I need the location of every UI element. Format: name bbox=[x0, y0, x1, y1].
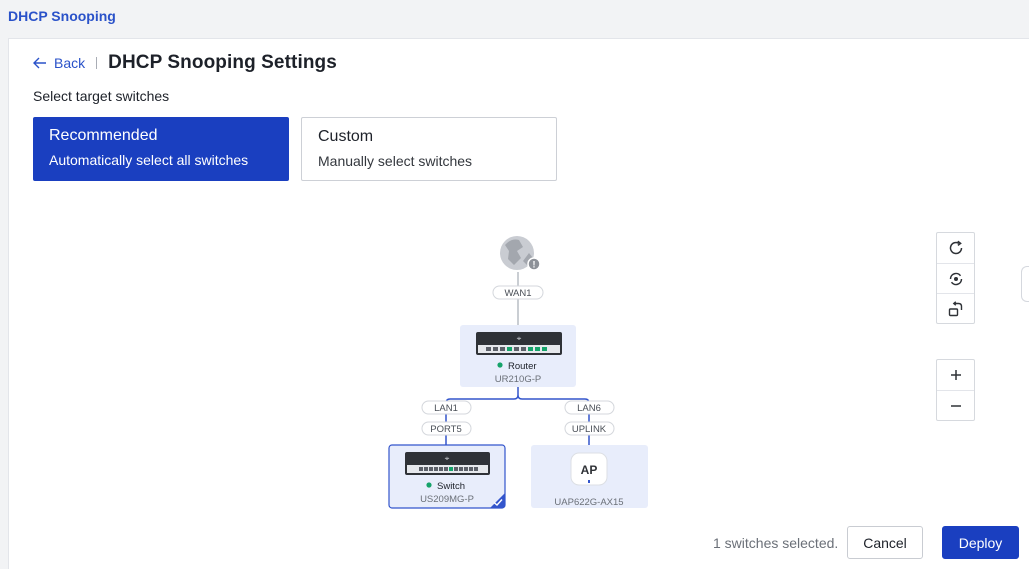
topology-canvas[interactable]: ! WAN1 ⌖ Router UR210G-P bbox=[9, 39, 1029, 569]
minus-icon bbox=[950, 404, 961, 407]
deploy-button[interactable]: Deploy bbox=[942, 526, 1019, 559]
app-title: DHCP Snooping bbox=[8, 8, 116, 24]
ap-model: UAP622G-AX15 bbox=[554, 497, 623, 508]
recenter-button[interactable] bbox=[937, 263, 974, 293]
switch-node[interactable]: ⌖ Switch US209MG-P bbox=[388, 444, 506, 509]
rotate-layout-icon bbox=[948, 300, 962, 316]
option-custom[interactable]: Custom Manually select switches bbox=[301, 117, 557, 181]
port5-label: PORT5 bbox=[430, 424, 462, 435]
ap-badge: AP bbox=[581, 463, 598, 477]
switch-status-dot bbox=[426, 482, 432, 488]
recenter-icon bbox=[949, 272, 962, 285]
uplink-port-pill bbox=[564, 421, 615, 436]
uplink-port-label: UPLINK bbox=[572, 424, 607, 435]
header-divider bbox=[96, 57, 98, 69]
option-recommended-title: Recommended bbox=[49, 127, 158, 144]
option-custom-desc: Manually select switches bbox=[318, 153, 473, 169]
wan-port-pill bbox=[492, 285, 544, 300]
router-node[interactable]: ⌖ Router UR210G-P bbox=[460, 325, 576, 387]
selected-check-corner bbox=[490, 493, 505, 508]
globe-landmass bbox=[505, 239, 533, 266]
cancel-button[interactable]: Cancel bbox=[847, 526, 923, 559]
router-role: Router bbox=[508, 361, 537, 372]
page-header: Back DHCP Snooping Settings bbox=[33, 52, 337, 73]
lan1-port-pill bbox=[421, 400, 472, 415]
arrow-left-icon bbox=[33, 57, 46, 69]
option-recommended-desc: Automatically select all switches bbox=[49, 152, 249, 168]
switch-emblem-icon: ⌖ bbox=[445, 454, 450, 463]
ap-led bbox=[588, 480, 590, 483]
zoom-out-button[interactable] bbox=[937, 390, 974, 420]
switch-model: US209MG-P bbox=[420, 494, 474, 505]
side-panel-handle[interactable] bbox=[1021, 266, 1029, 302]
wan-port-label: WAN1 bbox=[504, 288, 531, 299]
check-icon bbox=[493, 499, 503, 506]
internet-node[interactable]: ! bbox=[500, 236, 541, 271]
back-button[interactable]: Back bbox=[33, 55, 85, 71]
router-model: UR210G-P bbox=[495, 374, 541, 385]
lan6-port-pill bbox=[564, 400, 615, 415]
warning-badge-icon bbox=[527, 257, 541, 271]
option-custom-title: Custom bbox=[318, 128, 374, 145]
router-emblem-icon: ⌖ bbox=[517, 334, 522, 343]
zoom-in-button[interactable] bbox=[937, 360, 974, 390]
selection-status: 1 switches selected. bbox=[713, 535, 839, 551]
section-label: Select target switches bbox=[33, 88, 170, 104]
ap-device-icon bbox=[570, 452, 608, 486]
rotate-layout-button[interactable] bbox=[937, 293, 974, 323]
lan-link-trunk bbox=[445, 387, 590, 445]
router-status-dot bbox=[497, 362, 503, 368]
view-controls bbox=[936, 232, 975, 324]
zoom-controls bbox=[936, 359, 975, 421]
lan1-port-label: LAN1 bbox=[434, 403, 458, 414]
refresh-button[interactable] bbox=[937, 233, 974, 263]
router-port-leds bbox=[486, 347, 547, 351]
page-title: DHCP Snooping Settings bbox=[108, 52, 337, 73]
back-label: Back bbox=[54, 55, 86, 71]
switch-role: Switch bbox=[437, 481, 465, 492]
port5-pill bbox=[421, 421, 472, 436]
plus-icon bbox=[950, 370, 961, 380]
ap-node[interactable]: AP UAP622G-AX15 bbox=[531, 445, 648, 508]
refresh-icon bbox=[949, 240, 962, 255]
switch-port-leds bbox=[419, 467, 478, 471]
option-recommended[interactable]: Recommended Automatically select all swi… bbox=[33, 117, 289, 181]
settings-card: Back DHCP Snooping Settings Select targe… bbox=[8, 38, 1029, 569]
lan6-port-label: LAN6 bbox=[577, 403, 601, 414]
warning-badge-glyph: ! bbox=[533, 260, 536, 270]
